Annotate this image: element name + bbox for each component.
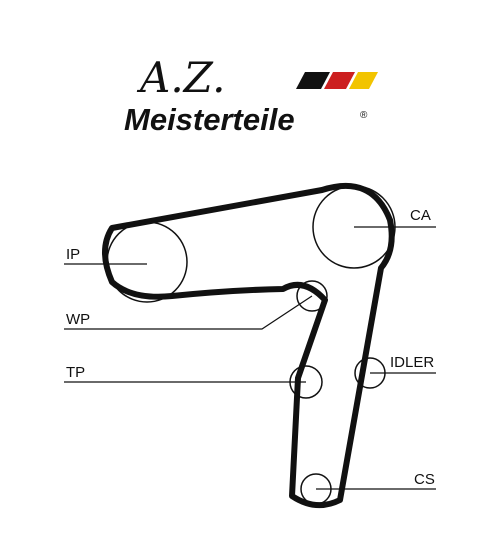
label-idler: IDLER [390, 354, 434, 371]
logo-brand-name: Meisterteile [124, 102, 295, 137]
pulley-wp [296, 280, 328, 312]
flag-stripe-black [296, 72, 330, 89]
timing-belt [102, 182, 395, 509]
label-tp: TP [66, 364, 85, 381]
flag-stripe-gold [349, 72, 378, 89]
label-ip: IP [66, 246, 80, 263]
flag-stripes [296, 72, 378, 89]
label-wp: WP [66, 311, 90, 328]
brand-logo: A.Z. Meisterteile ® [124, 53, 378, 137]
label-ca: CA [410, 207, 431, 224]
logo-script-initials: A.Z. [136, 53, 225, 102]
leader-line-wp [64, 295, 313, 330]
pulley-ip [106, 221, 188, 303]
flag-stripe-red [324, 72, 355, 89]
label-cs: CS [414, 471, 435, 488]
logo-registered-mark: ® [360, 110, 368, 121]
